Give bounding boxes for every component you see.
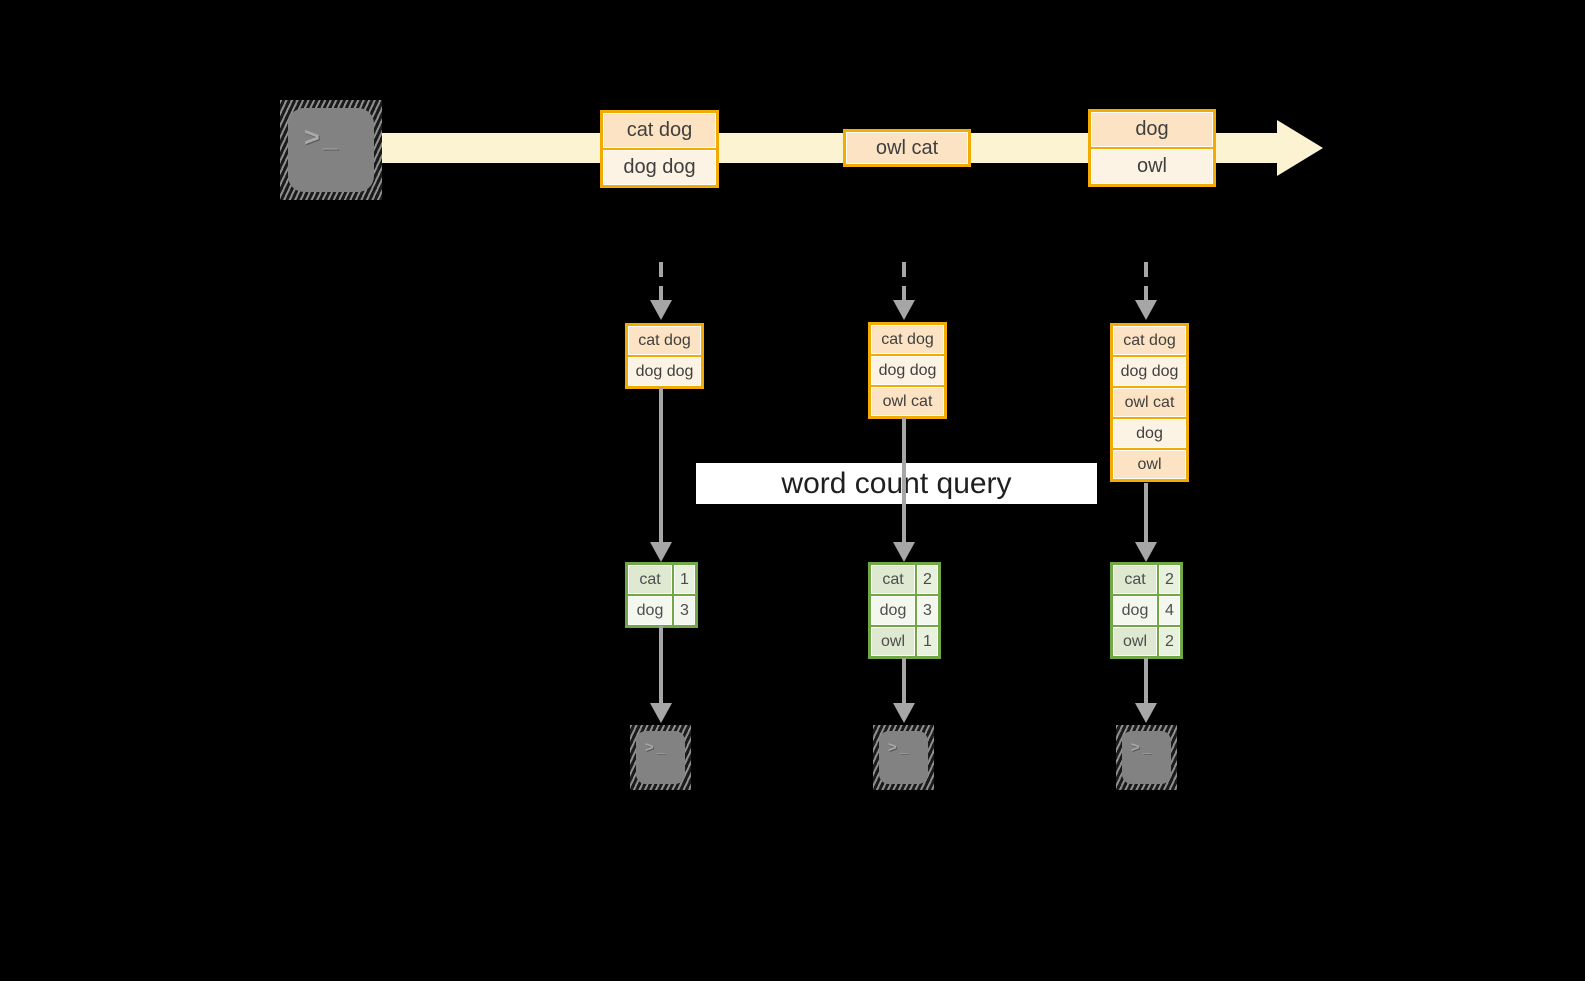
stack-line: owl cat <box>1113 388 1186 417</box>
word-count-table-2: cat 2 dog 3 owl 1 <box>868 562 941 659</box>
table-cell-word: cat <box>628 565 672 594</box>
arrow-line <box>1144 262 1148 300</box>
table-cell-count: 1 <box>674 565 695 594</box>
accumulated-stack-1: cat dog dog dog <box>625 323 704 389</box>
solid-arrow-down-icon <box>893 658 915 723</box>
stream-batch-1: cat dog dog dog <box>600 110 719 188</box>
output-terminal-icon-3: >_ <box>1116 725 1177 790</box>
table-cell-word: owl <box>871 627 915 656</box>
dashed-arrow-down-icon <box>1135 262 1157 320</box>
stack-line: cat dog <box>871 325 944 354</box>
arrow-head-icon <box>650 703 672 723</box>
table-cell-word: dog <box>1113 596 1157 625</box>
arrow-line <box>902 418 906 542</box>
word-count-table-1: cat 1 dog 3 <box>625 562 698 628</box>
solid-arrow-down-icon <box>1135 658 1157 723</box>
table-cell-word: dog <box>871 596 915 625</box>
arrow-line <box>1144 483 1148 542</box>
solid-arrow-down-icon <box>893 418 915 562</box>
stream-batch-3: dog owl <box>1088 109 1216 187</box>
output-terminal-icon-1: >_ <box>630 725 691 790</box>
stack-line: cat dog <box>1113 326 1186 355</box>
arrow-head-icon <box>1135 703 1157 723</box>
arrow-line <box>1144 658 1148 703</box>
stack-line: cat dog <box>628 326 701 355</box>
stack-line: owl cat <box>871 387 944 416</box>
arrow-line <box>659 626 663 703</box>
table-cell-word: owl <box>1113 627 1157 656</box>
arrow-line <box>659 262 663 300</box>
table-cell-word: cat <box>1113 565 1157 594</box>
stream-batch-2: owl cat <box>843 129 971 167</box>
source-terminal-icon: >_ <box>280 100 382 200</box>
output-terminal-icon-2: >_ <box>873 725 934 790</box>
batch-line: owl cat <box>846 132 968 164</box>
accumulated-stack-2: cat dog dog dog owl cat <box>868 322 947 419</box>
query-label: word count query <box>696 463 1097 504</box>
arrow-head-icon <box>893 300 915 320</box>
stream-arrow-head-icon <box>1277 120 1323 176</box>
arrow-line <box>659 387 663 542</box>
terminal-prompt-glyph: >_ <box>288 108 374 192</box>
solid-arrow-down-icon <box>650 626 672 723</box>
dashed-arrow-down-icon <box>893 262 915 320</box>
arrow-head-icon <box>650 300 672 320</box>
stack-line: dog dog <box>628 357 701 386</box>
stack-line: dog dog <box>1113 357 1186 386</box>
table-cell-count: 3 <box>674 596 695 625</box>
word-count-table-3: cat 2 dog 4 owl 2 <box>1110 562 1183 659</box>
batch-line: dog <box>1091 112 1213 147</box>
table-cell-count: 2 <box>917 565 938 594</box>
stack-line: owl <box>1113 450 1186 479</box>
arrow-head-icon <box>893 542 915 562</box>
table-cell-count: 1 <box>917 627 938 656</box>
solid-arrow-down-icon <box>1135 483 1157 562</box>
table-cell-word: dog <box>628 596 672 625</box>
arrow-head-icon <box>893 703 915 723</box>
arrow-head-icon <box>650 542 672 562</box>
terminal-prompt-glyph: >_ <box>636 731 685 784</box>
dashed-arrow-down-icon <box>650 262 672 320</box>
table-cell-count: 2 <box>1159 627 1180 656</box>
arrow-line <box>902 658 906 703</box>
table-cell-word: cat <box>871 565 915 594</box>
arrow-line <box>902 262 906 300</box>
batch-line: owl <box>1091 149 1213 184</box>
batch-line: cat dog <box>603 113 716 148</box>
arrow-head-icon <box>1135 300 1157 320</box>
table-cell-count: 4 <box>1159 596 1180 625</box>
terminal-prompt-glyph: >_ <box>879 731 928 784</box>
arrow-head-icon <box>1135 542 1157 562</box>
table-cell-count: 3 <box>917 596 938 625</box>
batch-line: dog dog <box>603 150 716 185</box>
stack-line: dog dog <box>871 356 944 385</box>
terminal-prompt-glyph: >_ <box>1122 731 1171 784</box>
stack-line: dog <box>1113 419 1186 448</box>
accumulated-stack-3: cat dog dog dog owl cat dog owl <box>1110 323 1189 482</box>
solid-arrow-down-icon <box>650 387 672 562</box>
table-cell-count: 2 <box>1159 565 1180 594</box>
